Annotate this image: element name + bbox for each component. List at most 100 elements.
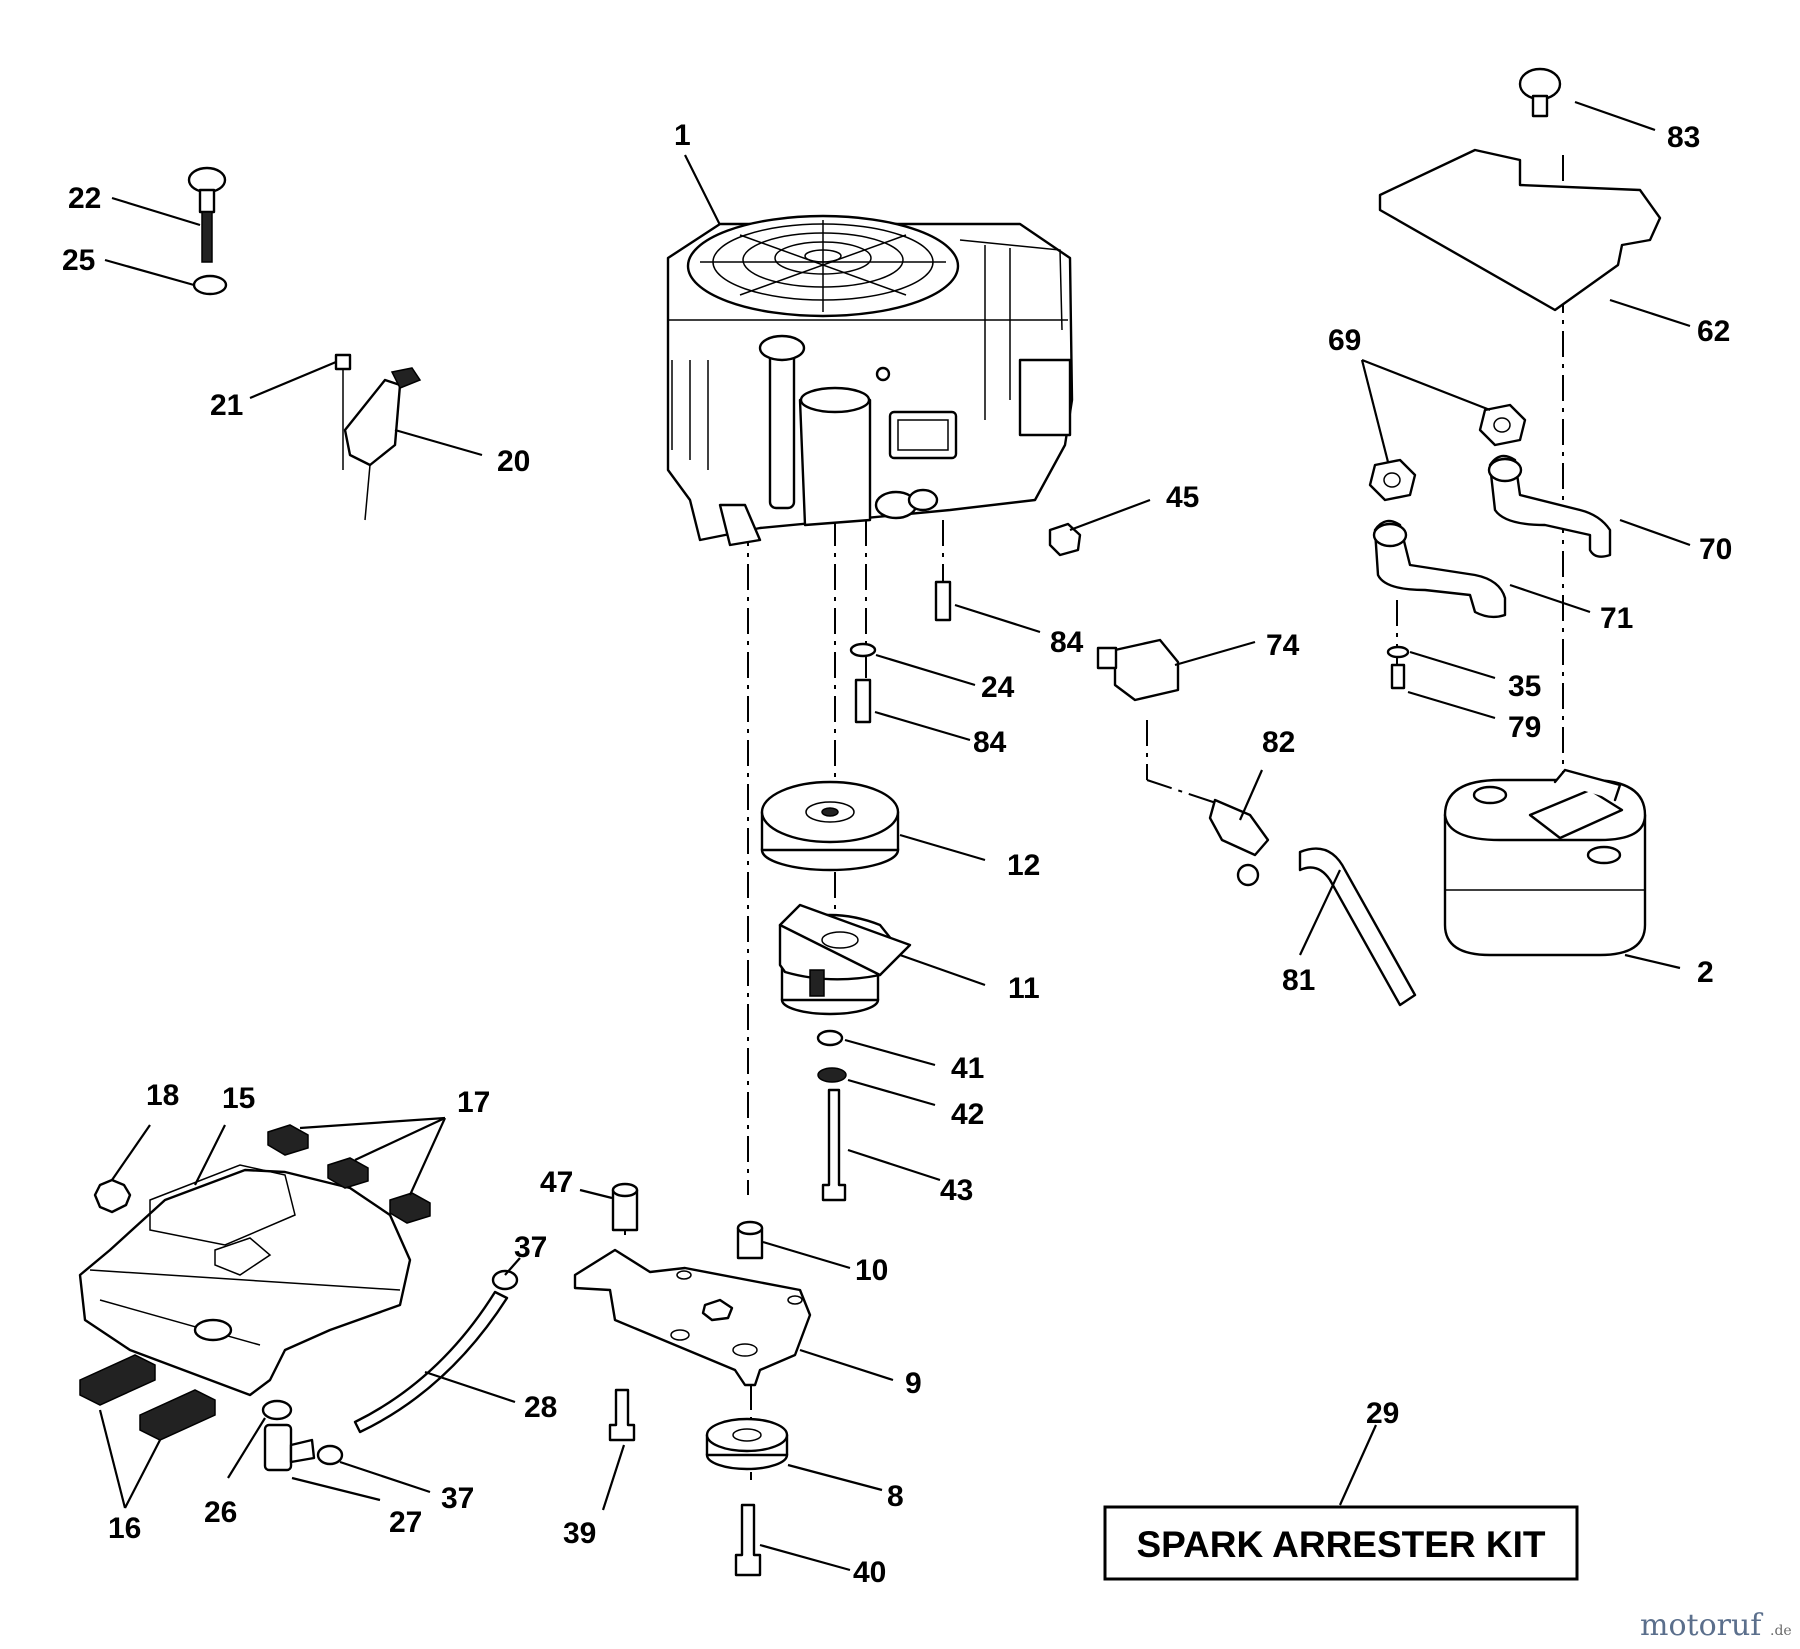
- leader-42: [847, 1078, 936, 1107]
- nut-25-part: [192, 274, 228, 296]
- heat-shield-part: [1378, 148, 1662, 312]
- leader-21: [249, 360, 337, 400]
- watermark-suffix: .de: [1770, 1623, 1792, 1639]
- exhaust-pipe-70-part: [1488, 454, 1612, 558]
- leader-2: [1624, 953, 1681, 970]
- bracket-hole-d: [732, 1343, 758, 1357]
- fitting-74-part: [1096, 638, 1180, 702]
- leader-35: [1409, 650, 1496, 680]
- callout-12: 12: [1007, 849, 1040, 882]
- leader-27: [291, 1476, 381, 1502]
- callout-79: 79: [1508, 711, 1541, 744]
- leader-70: [1619, 518, 1691, 547]
- washer-42-part: [817, 1067, 847, 1083]
- callout-24: 24: [981, 671, 1015, 704]
- spacer-10-part: [736, 1220, 764, 1260]
- leader-81: [1299, 869, 1341, 956]
- leader-8: [787, 1463, 883, 1492]
- leader-17a: [299, 1116, 446, 1130]
- leader-1: [684, 154, 721, 226]
- callout-70: 70: [1699, 533, 1732, 566]
- leader-25: [104, 258, 195, 287]
- callout-71: 71: [1600, 602, 1633, 635]
- callout-84a: 84: [1050, 626, 1084, 659]
- bolt-84b-part: [854, 678, 872, 724]
- callout-29: 29: [1366, 1397, 1399, 1430]
- callout-27: 27: [389, 1506, 422, 1539]
- callout-20: 20: [497, 445, 530, 478]
- shutoff-valve-27-part: [263, 1423, 316, 1472]
- leader-47: [579, 1188, 613, 1200]
- leader-9: [799, 1348, 894, 1382]
- bracket-9-part: [573, 1248, 812, 1387]
- callout-9: 9: [905, 1367, 922, 1400]
- leader-82: [1238, 769, 1264, 821]
- leader-11: [899, 953, 986, 987]
- callout-47: 47: [540, 1166, 573, 1199]
- grommet-26-part: [261, 1399, 293, 1421]
- washer-35-part: [1386, 645, 1410, 659]
- callout-37a: 37: [514, 1231, 547, 1264]
- bolt-40-part: [734, 1503, 762, 1577]
- leader-43: [847, 1148, 941, 1182]
- bolt-79-part: [1390, 663, 1406, 690]
- callout-40: 40: [853, 1556, 886, 1589]
- leader-17b: [354, 1117, 446, 1161]
- idler-pulley-8-part: [705, 1417, 789, 1471]
- watermark-brand: motoruf: [1640, 1608, 1763, 1643]
- leader-45: [1069, 498, 1151, 532]
- leader-24: [875, 653, 976, 687]
- muffler-part: [1443, 768, 1647, 957]
- spacer-47-part: [611, 1182, 639, 1232]
- callout-labels: 1 2 8 9 10 11 12 15 16 17 18 20 21 22 24…: [62, 119, 1732, 1589]
- leader-10: [762, 1240, 851, 1270]
- bracket-hole-b: [787, 1295, 803, 1305]
- leader-71: [1509, 583, 1591, 614]
- clamp-37b-part: [316, 1444, 344, 1466]
- callout-18: 18: [146, 1079, 179, 1112]
- exhaust-gasket-part: [1368, 403, 1527, 502]
- pad-17-part: [267, 1124, 431, 1224]
- bolt-84a-part: [934, 580, 952, 622]
- pulley-12-part: [760, 780, 900, 872]
- leader-62: [1609, 298, 1691, 328]
- callout-37b: 37: [441, 1482, 474, 1515]
- leader-18: [111, 1124, 151, 1181]
- spark-arrester-kit-box: [1103, 1505, 1579, 1581]
- knob-part: [1518, 67, 1562, 118]
- leader-69b: [1360, 359, 1390, 463]
- callout-74: 74: [1266, 629, 1300, 662]
- leader-37a: [504, 1257, 521, 1276]
- callout-21: 21: [210, 389, 243, 422]
- callout-69: 69: [1328, 324, 1361, 357]
- drain-hose-81-part: [1298, 847, 1417, 1007]
- callout-41: 41: [951, 1052, 984, 1085]
- bolt-43-part: [821, 1088, 847, 1202]
- fuel-tank-part: [78, 1164, 412, 1397]
- callout-15: 15: [222, 1082, 255, 1115]
- watermark-logo: motoruf .de: [1640, 1608, 1792, 1643]
- callout-84b: 84: [973, 726, 1007, 759]
- throttle-cable-21-part: [334, 353, 352, 470]
- leader-74: [1174, 640, 1256, 667]
- callout-35: 35: [1508, 670, 1541, 703]
- callout-10: 10: [855, 1254, 888, 1287]
- exhaust-pipe-71-part: [1373, 519, 1507, 619]
- washer-24-part: [849, 642, 877, 658]
- callout-39: 39: [563, 1517, 596, 1550]
- leader-17c: [408, 1117, 447, 1196]
- leader-40: [759, 1543, 851, 1572]
- callout-22: 22: [68, 182, 101, 215]
- callout-2: 2: [1697, 956, 1714, 989]
- engine-part: [666, 214, 1074, 547]
- bolt-39-part: [608, 1388, 636, 1442]
- leader-69a: [1361, 358, 1491, 412]
- leader-83: [1574, 100, 1656, 132]
- leader-16b: [124, 1439, 161, 1509]
- callout-26: 26: [204, 1496, 237, 1529]
- callout-28: 28: [524, 1391, 557, 1424]
- callout-81: 81: [1282, 964, 1315, 997]
- leader-12: [899, 833, 986, 862]
- callout-25: 25: [62, 244, 95, 277]
